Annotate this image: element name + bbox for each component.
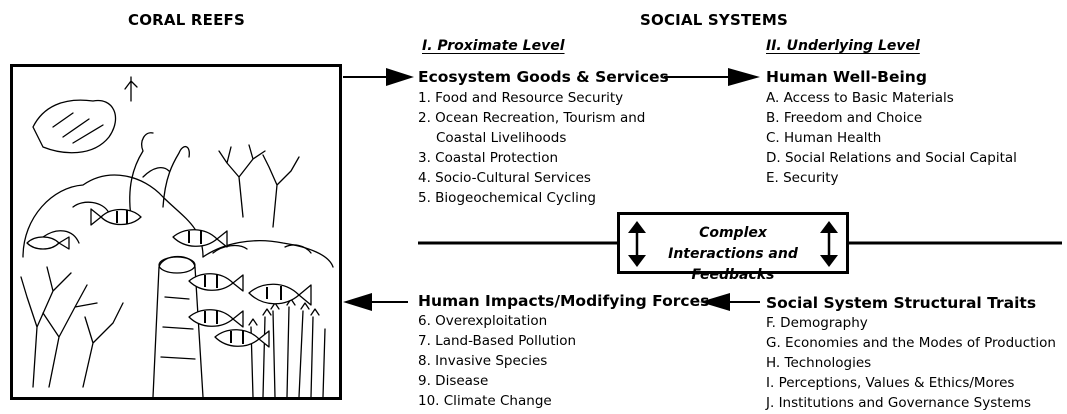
- arrow-traits-to-impacts: [700, 293, 760, 311]
- reef-drawing: [20, 76, 334, 397]
- list-item: H. Technologies: [766, 355, 872, 371]
- list-item: 10. Climate Change: [418, 393, 552, 409]
- ecosystem-goods-section: Ecosystem Goods & Services 1. Food and R…: [418, 68, 669, 208]
- interactions-label: Complex Interactions and Feedbacks: [668, 225, 798, 283]
- list-item: 7. Land-Based Pollution: [418, 333, 577, 349]
- structural-traits-section: Social System Structural Traits F. Demog…: [766, 294, 1056, 413]
- arrow-reef-to-goods: [343, 68, 414, 86]
- structural-traits-title: Social System Structural Traits: [766, 294, 1037, 312]
- human-wellbeing-section: Human Well-Being A. Access to Basic Mate…: [766, 68, 1017, 188]
- human-impacts-section: Human Impacts/Modifying Forces 6. Overex…: [418, 292, 709, 411]
- social-systems-header: SOCIAL SYSTEMS: [640, 11, 789, 29]
- double-arrow-right-icon: [820, 221, 838, 267]
- list-item: B. Freedom and Choice: [766, 110, 923, 126]
- list-item: 2. Ocean Recreation, Tourism and: [418, 110, 646, 126]
- list-item: D. Social Relations and Social Capital: [766, 150, 1017, 166]
- list-item: E. Security: [766, 170, 839, 186]
- list-item: G. Economies and the Modes of Production: [766, 335, 1056, 351]
- list-item: Coastal Livelihoods: [436, 130, 567, 146]
- coral-reefs-header: CORAL REEFS: [128, 11, 245, 29]
- list-item: 3. Coastal Protection: [418, 150, 559, 166]
- human-impacts-title: Human Impacts/Modifying Forces: [418, 292, 710, 310]
- arrow-goods-to-wellbeing: [664, 68, 760, 86]
- double-arrow-left-icon: [628, 221, 646, 267]
- list-item: 4. Socio-Cultural Services: [418, 170, 591, 186]
- coral-reef-illustration: [10, 64, 342, 400]
- list-item: J. Institutions and Governance Systems: [766, 395, 1032, 411]
- list-item: F. Demography: [766, 315, 868, 331]
- list-item: 1. Food and Resource Security: [418, 90, 624, 106]
- underlying-level-label: II. Underlying Level: [766, 38, 920, 54]
- human-wellbeing-title: Human Well-Being: [766, 68, 927, 86]
- list-item: 8. Invasive Species: [418, 353, 548, 369]
- ecosystem-goods-title: Ecosystem Goods & Services: [418, 68, 669, 86]
- proximate-level-label: I. Proximate Level: [422, 38, 565, 54]
- list-item: C. Human Health: [766, 130, 882, 146]
- fish-stripes: [116, 210, 282, 344]
- arrow-impacts-to-reef: [343, 293, 408, 311]
- list-item: 5. Biogeochemical Cycling: [418, 190, 596, 206]
- interactions-box: Complex Interactions and Feedbacks: [617, 212, 849, 283]
- list-item: 6. Overexploitation: [418, 313, 548, 329]
- list-item: 9. Disease: [418, 373, 489, 389]
- list-item: A. Access to Basic Materials: [766, 90, 954, 106]
- list-item: I. Perceptions, Values & Ethics/Mores: [766, 375, 1015, 391]
